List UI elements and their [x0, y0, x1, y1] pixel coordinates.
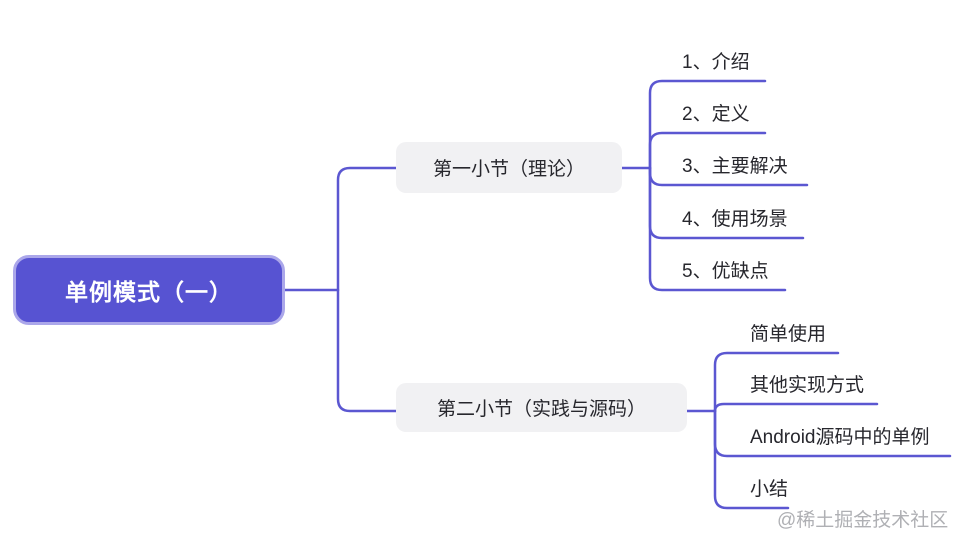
leaf-node-android-source-singleton[interactable]: Android源码中的单例	[750, 427, 930, 448]
leaf-node-intro[interactable]: 1、介绍	[682, 52, 750, 73]
leaf-node-other-implementations[interactable]: 其他实现方式	[750, 375, 865, 396]
leaf-node-pros-cons[interactable]: 5、优缺点	[682, 261, 769, 282]
connector-branch-spine	[336, 166, 398, 413]
leaf-node-use-cases[interactable]: 4、使用场景	[682, 209, 788, 230]
watermark-juejin-community: @稀土掘金技术社区	[777, 510, 949, 531]
root-node-singleton-pattern[interactable]: 单例模式（一）	[13, 255, 285, 325]
leaf-node-definition[interactable]: 2、定义	[682, 104, 750, 125]
leaf-node-summary[interactable]: 小结	[750, 479, 789, 500]
branch-node-section1[interactable]: 第一小节（理论）	[396, 142, 622, 193]
leaf-node-main-solution[interactable]: 3、主要解决	[682, 156, 788, 177]
connector-leaf-2-2	[713, 402, 879, 413]
branch-node-section2[interactable]: 第二小节（实践与源码）	[396, 383, 687, 432]
leaf-node-simple-usage[interactable]: 简单使用	[750, 324, 827, 345]
